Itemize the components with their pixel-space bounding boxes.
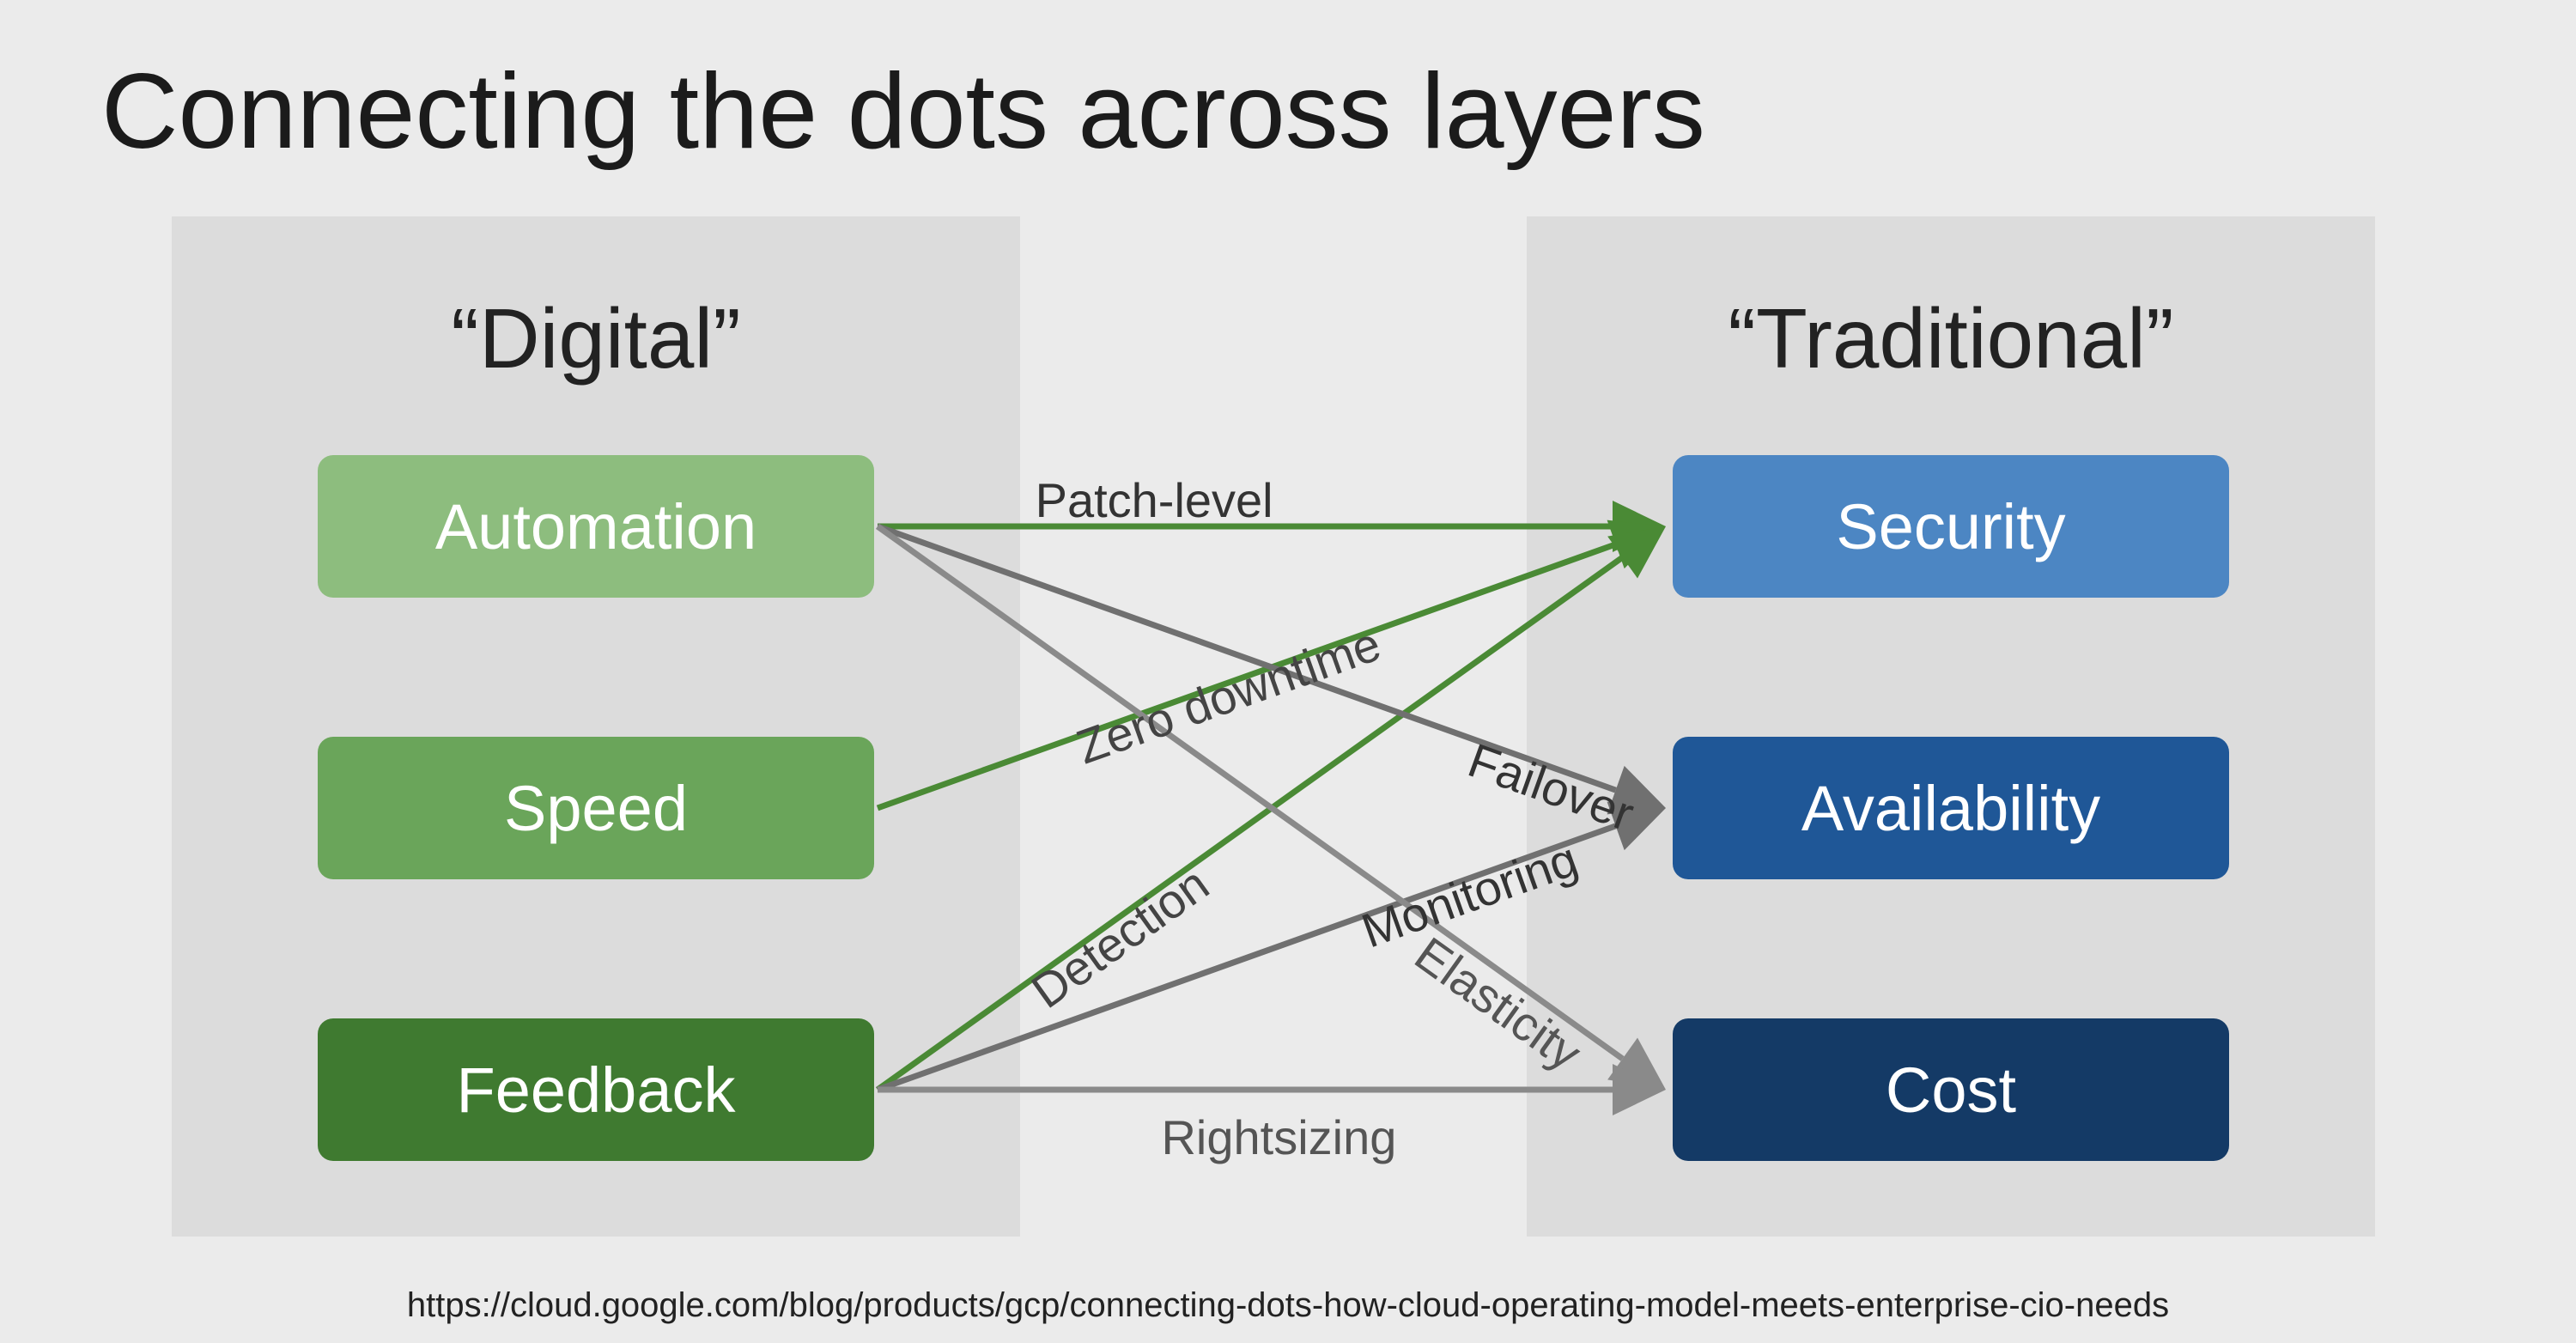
cost-node: Cost (1673, 1018, 2229, 1161)
digital-heading: “Digital” (451, 291, 741, 386)
automation-node: Automation (318, 455, 874, 598)
security-node: Security (1673, 455, 2229, 598)
edge-line-speed-security (876, 541, 1617, 811)
slide-title: Connecting the dots across layers (101, 52, 1705, 171)
edge-arrowhead-feedback-availability (1607, 801, 1666, 851)
traditional-panel: “Traditional” (1527, 216, 2375, 1237)
edge-arrowhead-feedback-cost (1613, 1064, 1666, 1115)
edge-arrowhead-automation-availability (1607, 765, 1666, 815)
edge-arrowhead-feedback-security (1607, 526, 1666, 579)
edge-line-feedback-security (875, 555, 1625, 1092)
source-url: https://cloud.google.com/blog/products/g… (406, 1286, 2170, 1324)
feedback-node: Feedback (318, 1018, 874, 1161)
speed-node: Speed (318, 737, 874, 879)
edge-line-automation-cost (875, 524, 1625, 1061)
edge-line-automation-availability (876, 523, 1617, 793)
edge-line-feedback-availability (876, 823, 1617, 1093)
traditional-heading: “Traditional” (1728, 291, 2174, 386)
edge-label-patch-level: Patch-level (1035, 473, 1273, 527)
availability-node: Availability (1673, 737, 2229, 879)
edge-label-rightsizing: Rightsizing (1161, 1110, 1397, 1164)
